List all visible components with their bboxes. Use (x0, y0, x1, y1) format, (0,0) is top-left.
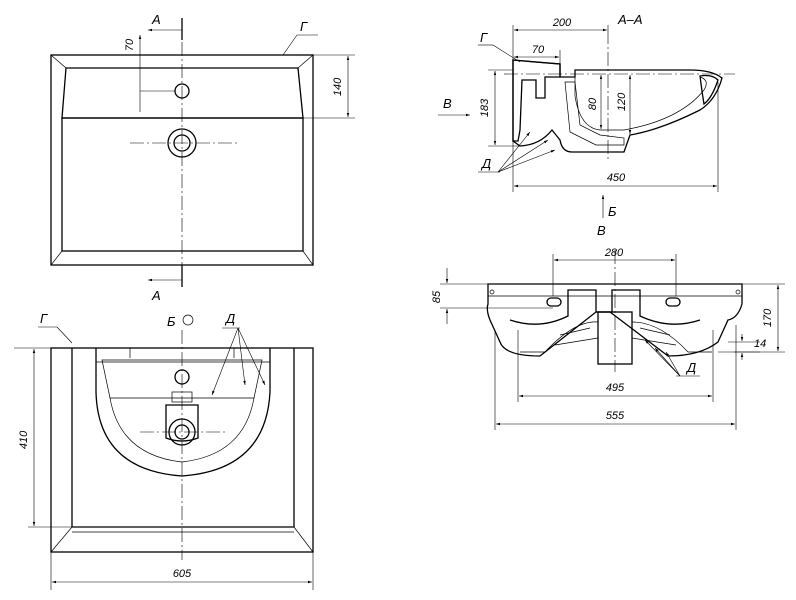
section-aa-title: А–А (617, 12, 643, 27)
view-b-dim-495: 495 (606, 382, 625, 394)
mount-hole-right (665, 297, 681, 307)
front-bowl (95, 348, 271, 477)
section-mark-a-top: А (151, 12, 161, 27)
view-b-dim-280: 280 (604, 247, 624, 259)
section-dim-80: 80 (587, 97, 599, 110)
section-dim-70: 70 (532, 44, 545, 56)
section-dim-450: 450 (607, 172, 626, 184)
mount-hole-left (546, 297, 562, 307)
top-dim-70: 70 (124, 38, 136, 51)
front-view-label-b: Б (167, 314, 176, 329)
section-dim-200: 200 (552, 17, 572, 29)
view-b-outline (486, 283, 743, 357)
front-label-g: Г (40, 311, 48, 326)
view-b-label-v: В (597, 223, 606, 238)
section-label-g: Г (480, 30, 488, 45)
section-outline (512, 59, 723, 153)
view-b-label-d: Д (685, 360, 696, 375)
section-deck-body (512, 59, 561, 142)
view-b-dim-85: 85 (431, 290, 443, 303)
top-bowl (61, 117, 304, 252)
section-mark-a-bottom: А (151, 288, 161, 303)
view-b-dim-14: 14 (754, 338, 766, 350)
overflow-slot (165, 404, 199, 442)
section-label-d: Д (480, 156, 491, 171)
section-label-v: В (443, 96, 452, 111)
front-dim-605: 605 (173, 568, 192, 580)
top-deck (61, 67, 304, 119)
top-view: А А 70 140 Г (50, 12, 355, 303)
top-label-g: Г (300, 19, 308, 34)
section-aa-view: А–А 200 70 183 80 120 (438, 12, 735, 192)
view-b-dim-170: 170 (762, 308, 774, 327)
view-b-label-b: Б (608, 204, 617, 219)
section-dim-183: 183 (479, 98, 491, 117)
front-view: Б Г Д 410 605 (14, 311, 314, 590)
top-dim-140: 140 (332, 77, 344, 96)
front-dim-410: 410 (18, 430, 30, 449)
section-dim-120: 120 (616, 92, 628, 111)
front-label-d: Д (224, 311, 235, 326)
view-b-dim-555: 555 (606, 410, 625, 422)
view-b: Б В 280 85 (431, 195, 785, 430)
